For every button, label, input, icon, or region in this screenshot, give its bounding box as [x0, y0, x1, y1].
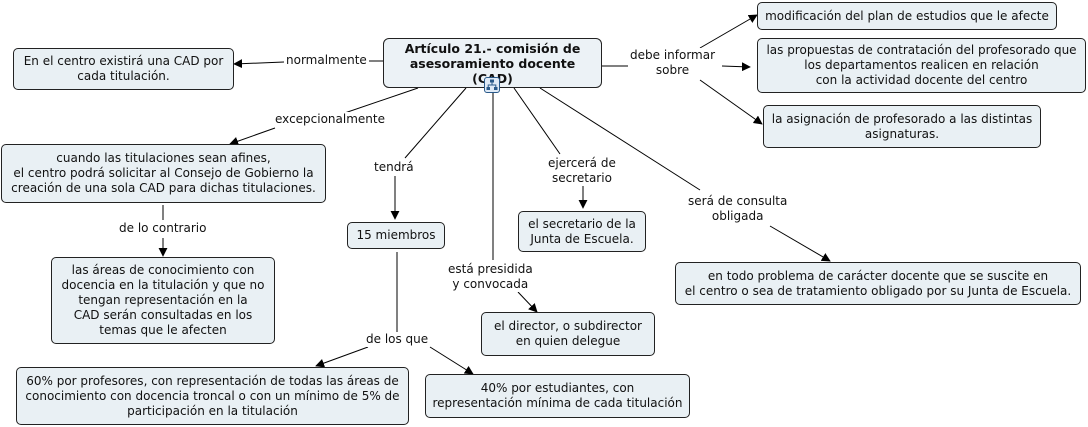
node-cad-por-titulacion[interactable]: En el centro existirá una CAD por cada t… [13, 48, 234, 90]
concept-map-icon[interactable] [484, 77, 500, 93]
node-titulaciones-afines[interactable]: cuando las titulaciones sean afines, el … [1, 144, 326, 203]
node-secretario-junta[interactable]: el secretario de la Junta de Escuela. [518, 211, 646, 252]
link-label-ejercera-secretario: ejercerá de secretario [546, 156, 618, 186]
link-label-normalmente: normalmente [284, 53, 369, 68]
link-label-tendra: tendrá [372, 160, 416, 175]
link-label-consulta-obligada: será de consulta obligada [686, 194, 790, 224]
link-label-de-lo-contrario: de lo contrario [117, 221, 209, 236]
node-propuestas-contratacion[interactable]: las propuestas de contratación del profe… [757, 38, 1086, 93]
link-label-excepcionalmente: excepcionalmente [273, 112, 387, 127]
node-areas-conocimiento[interactable]: las áreas de conocimiento con docencia e… [51, 257, 275, 344]
node-quince-miembros[interactable]: 15 miembros [347, 222, 445, 249]
link-label-presidida-convocada: está presidida y convocada [446, 262, 535, 292]
node-estudiantes-40[interactable]: 40% por estudiantes, con representación … [425, 374, 690, 418]
link-label-debe-informar: debe informar sobre [628, 48, 718, 78]
node-modificacion-plan[interactable]: modificación del plan de estudios que le… [757, 2, 1057, 30]
node-profesores-60[interactable]: 60% por profesores, con representación d… [16, 367, 409, 425]
link-label-de-los-que: de los que [364, 332, 431, 347]
node-director[interactable]: el director, o subdirector en quien dele… [481, 312, 655, 356]
node-problema-docente[interactable]: en todo problema de carácter docente que… [675, 262, 1081, 305]
node-asignacion-profesorado[interactable]: la asignación de profesorado a las disti… [763, 105, 1041, 148]
